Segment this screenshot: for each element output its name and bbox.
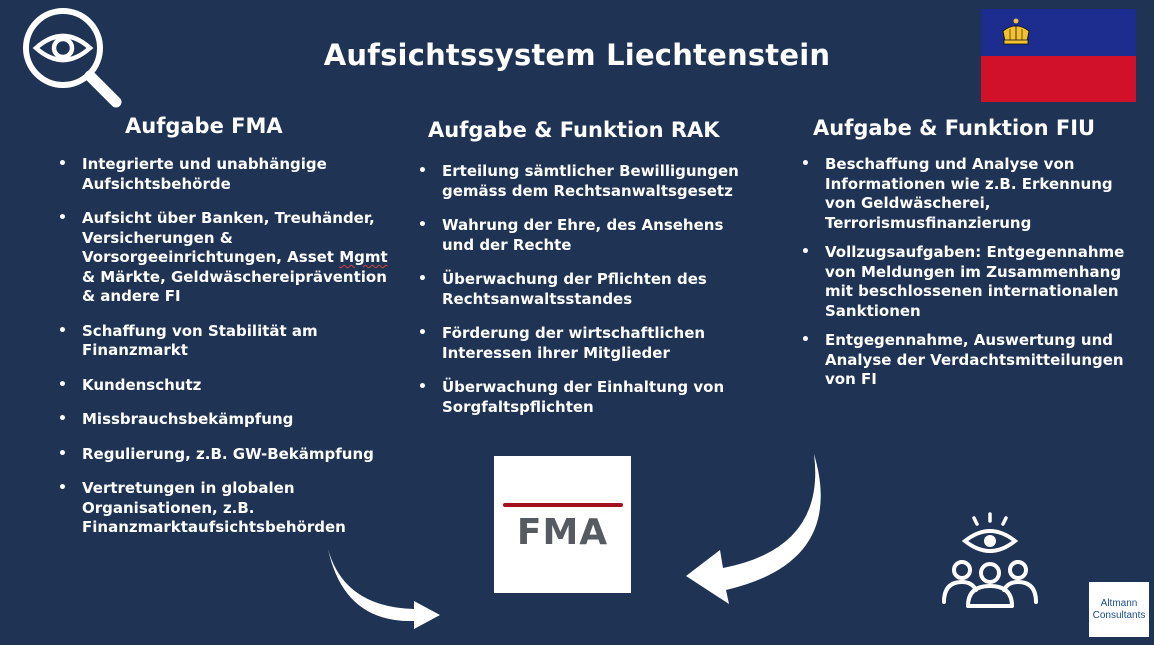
curved-arrow-left-icon [686,454,821,604]
liechtenstein-flag [981,9,1136,102]
page-title: Aufsichtssystem Liechtenstein [323,38,831,72]
fma-logo-text: FMA [516,512,609,553]
crown-icon [1002,18,1030,45]
rak-task-list: Erteilung sämtlicher Bewilligungen gemäs… [418,162,753,417]
list-item: Missbrauchsbekämpfung [58,410,388,430]
list-item: Überwachung der Einhaltung von Sorgfalts… [418,378,753,417]
heading-fma: Aufgabe FMA [125,114,283,138]
list-item: Vertretungen in globalen Organisationen,… [58,479,388,538]
list-item: Erteilung sämtlicher Bewilligungen gemäs… [418,162,753,201]
badge-line-2: Consultants [1092,609,1146,621]
list-item: Integrierte und unabhängige Aufsichtsbeh… [58,155,388,194]
list-item: Regulierung, z.B. GW-Bekämpfung [58,445,388,465]
list-item: Aufsicht über Banken, Treuhänder, Versic… [58,209,388,307]
flag-red-band [981,55,1136,102]
fiu-task-list: Beschaffung und Analyse von Informatione… [801,155,1141,390]
list-item: Wahrung der Ehre, des Ansehens und der R… [418,216,753,255]
list-item: Kundenschutz [58,376,388,396]
list-item: Schaffung von Stabilität am Finanzmarkt [58,322,388,361]
heading-rak: Aufgabe & Funktion RAK [428,118,720,142]
list-item: Überwachung der Pflichten des Rechtsanwa… [418,270,753,309]
list-item: Vollzugsaufgaben: Entgegennahme von Meld… [801,243,1141,321]
list-item: Beschaffung und Analyse von Informatione… [801,155,1141,233]
heading-fiu: Aufgabe & Funktion FIU [813,116,1096,140]
spellcheck-word: Mgmt [339,248,388,266]
eye-magnifier-icon [23,8,122,108]
curved-arrow-right-icon [328,549,440,629]
eye-group-icon [942,512,1038,608]
fma-logo-accent-line [503,503,623,507]
list-item: Entgegennahme, Auswertung und Analyse de… [801,331,1141,390]
badge-line-1: Altmann [1100,597,1138,609]
fma-logo [494,456,631,593]
list-item: Förderung der wirtschaftlichen Interesse… [418,324,753,363]
fma-task-list: Integrierte und unabhängige Aufsichtsbeh… [58,155,388,538]
